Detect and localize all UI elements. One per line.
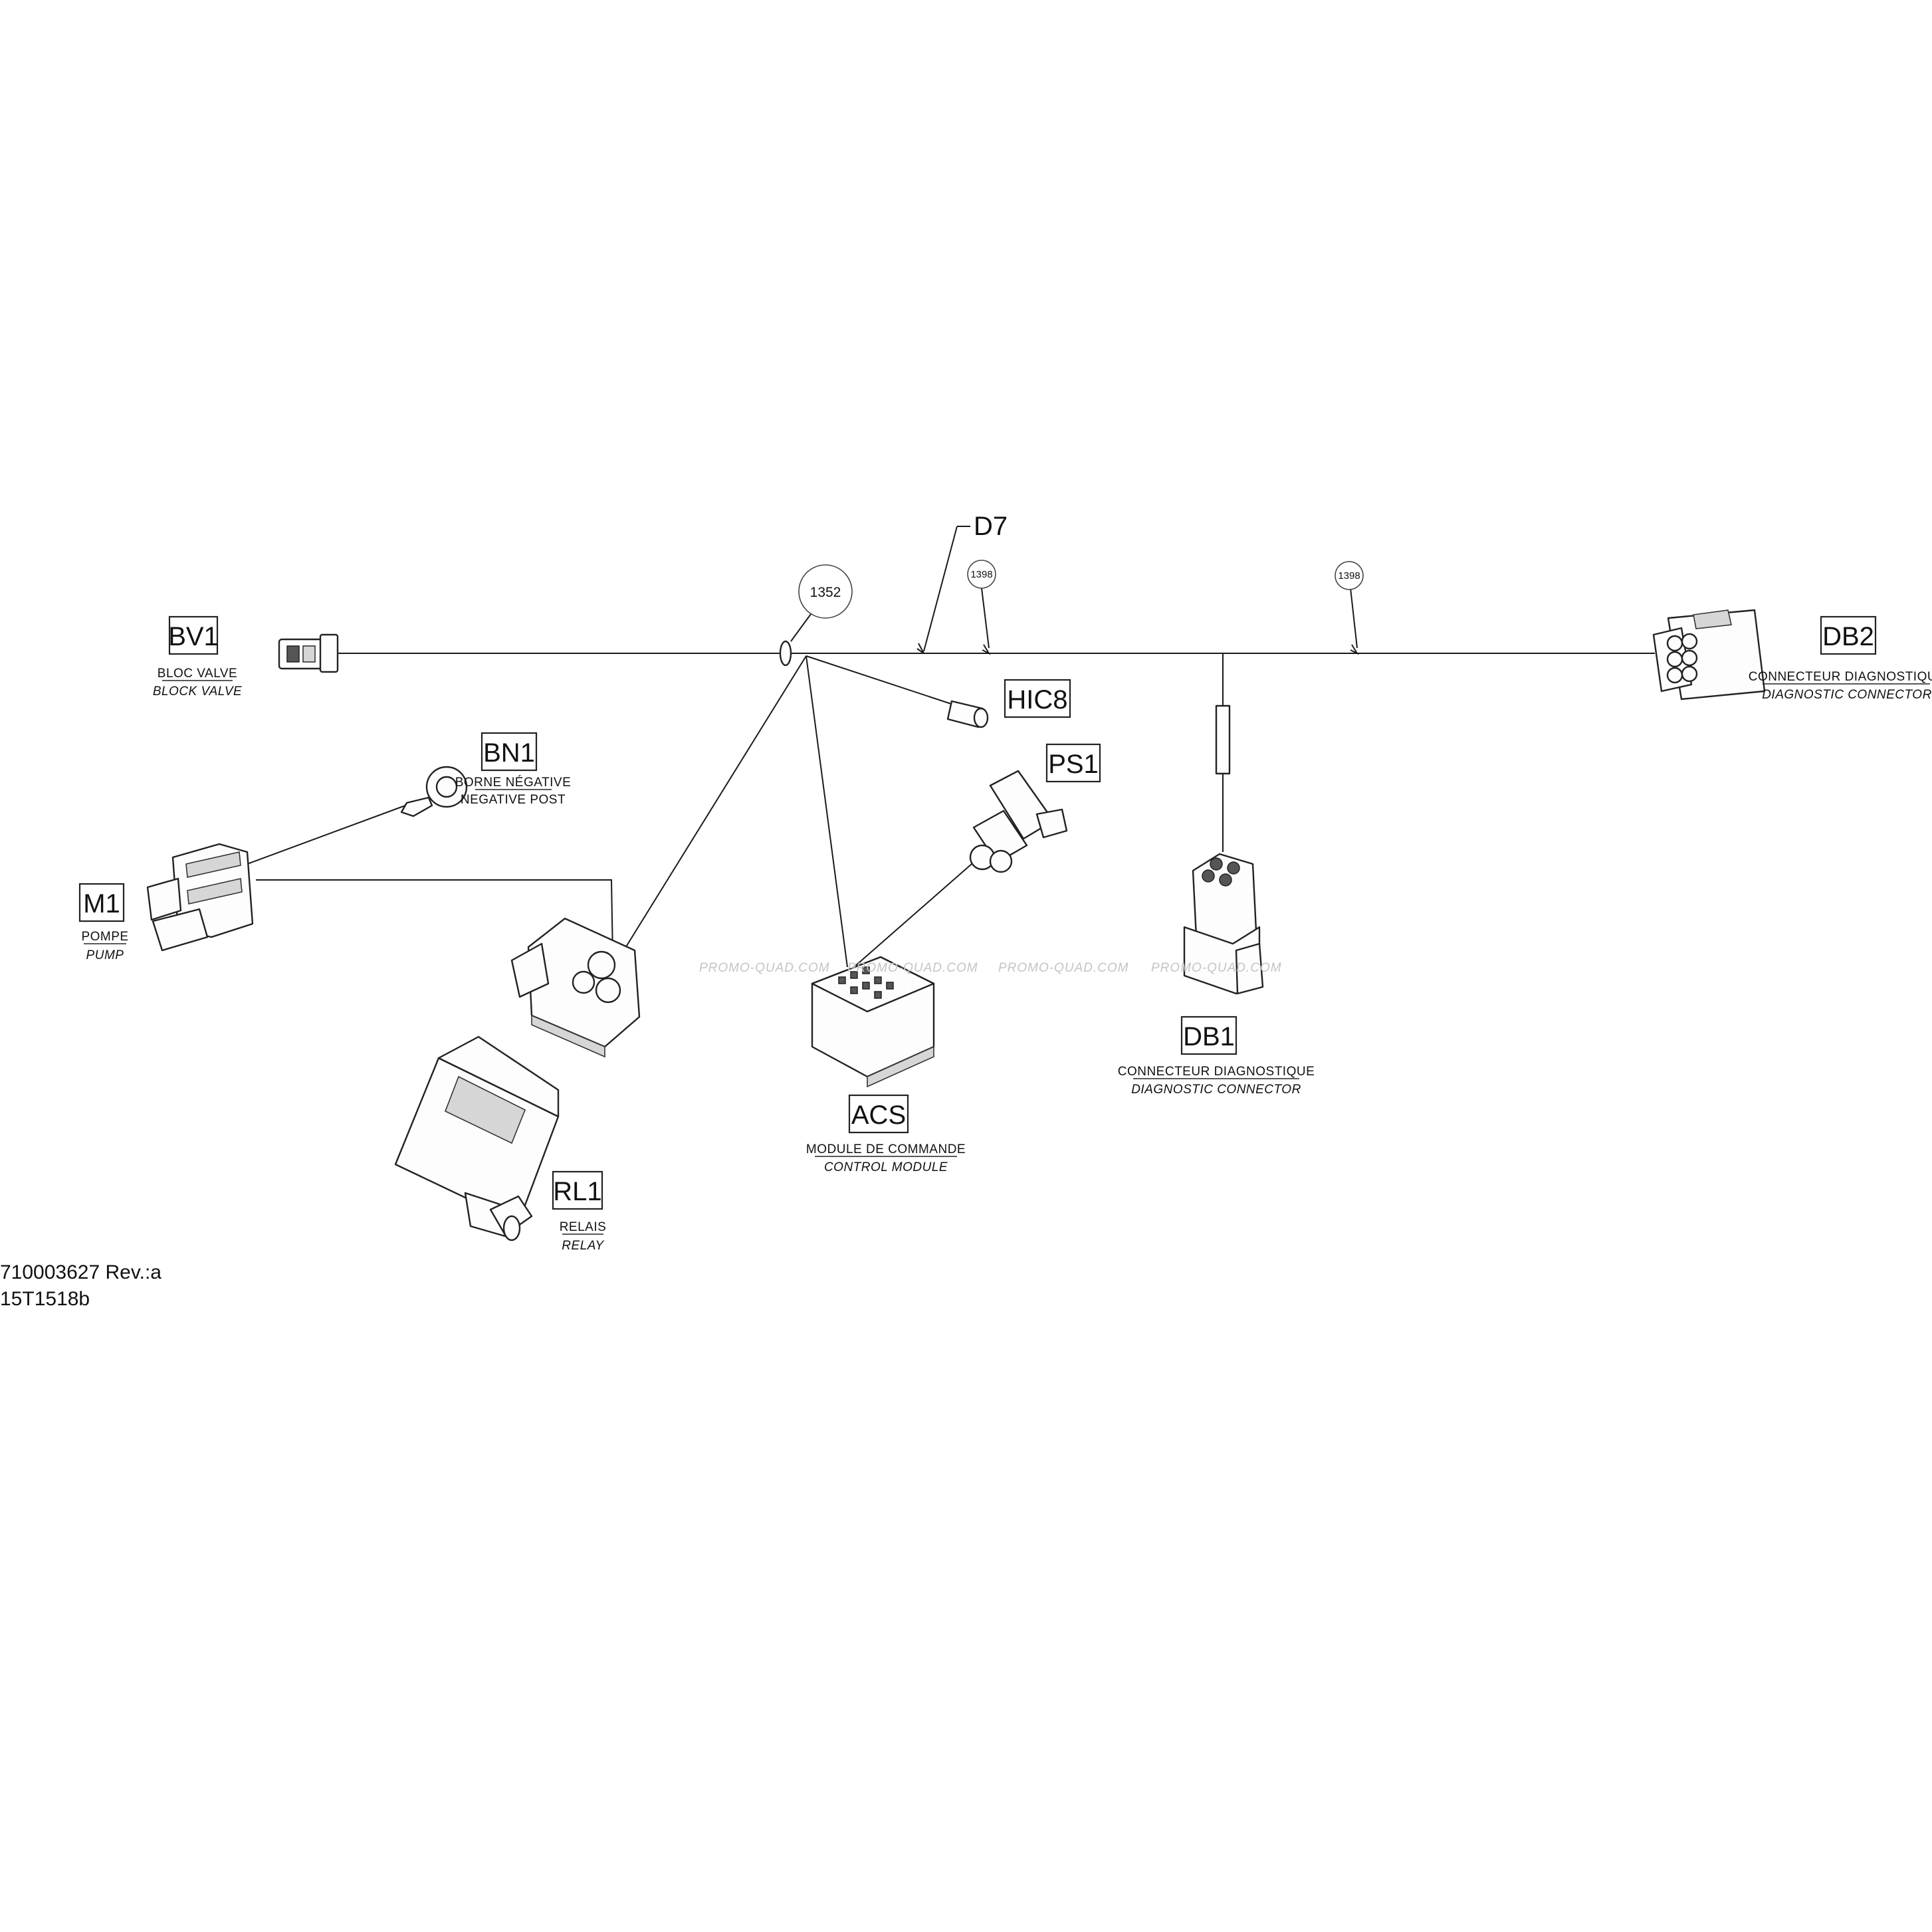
svg-text:PROMO-QUAD.COM: PROMO-QUAD.COM [1151, 961, 1282, 975]
label-hic8: HIC8 [1004, 679, 1071, 718]
negative-post-ring-terminal-icon [400, 766, 468, 817]
watermarks: PROMO-QUAD.COM PROMO-QUAD.COM PROMO-QUAD… [699, 961, 1282, 975]
svg-text:CONNECTEUR DIAGNOSTIQUE: CONNECTEUR DIAGNOSTIQUE [1118, 1065, 1315, 1079]
block-valve-connector-icon [278, 633, 339, 673]
relay-icon [394, 1035, 560, 1241]
svg-text:BLOCK VALVE: BLOCK VALVE [153, 685, 242, 698]
svg-text:RL1: RL1 [553, 1177, 601, 1206]
svg-text:MODULE DE COMMANDE: MODULE DE COMMANDE [806, 1142, 966, 1156]
svg-text:ACS: ACS [851, 1101, 906, 1130]
pump-connector-icon [146, 843, 254, 952]
svg-text:BLOC VALVE: BLOC VALVE [158, 667, 237, 681]
svg-text:PS1: PS1 [1048, 750, 1099, 779]
svg-text:BV1: BV1 [168, 622, 219, 651]
svg-text:1398: 1398 [970, 569, 992, 580]
svg-text:PUMP: PUMP [86, 948, 124, 962]
svg-text:DB1: DB1 [1183, 1022, 1235, 1051]
svg-text:NEGATIVE POST: NEGATIVE POST [461, 793, 566, 807]
svg-text:DIAGNOSTIC CONNECTOR: DIAGNOSTIC CONNECTOR [1131, 1083, 1301, 1097]
control-module-connector-icon [811, 956, 935, 1088]
drawing-code: 15T1518b [0, 1288, 90, 1310]
svg-text:DB2: DB2 [1822, 622, 1874, 651]
svg-text:POMPE: POMPE [81, 930, 128, 944]
harness-code-d7: D7 [974, 512, 1008, 541]
label-rl1: RL1 RELAIS RELAY [552, 1170, 607, 1253]
part-number: 710003627 Rev.:a [0, 1261, 161, 1283]
callout-1398-a: 1398 [967, 560, 996, 589]
hic8-connector-icon [946, 700, 989, 728]
svg-text:DIAGNOSTIC CONNECTOR: DIAGNOSTIC CONNECTOR [1762, 688, 1932, 702]
callout-1398-b: 1398 [1335, 561, 1364, 590]
relay-harness-connector-icon [510, 917, 641, 1058]
svg-text:CONNECTEUR DIAGNOSTIQUE: CONNECTEUR DIAGNOSTIQUE [1749, 670, 1932, 684]
svg-text:RELAIS: RELAIS [560, 1220, 607, 1234]
label-ps1: PS1 [1045, 743, 1101, 783]
callout-1352: 1352 [790, 564, 853, 642]
svg-text:PROMO-QUAD.COM: PROMO-QUAD.COM [699, 961, 830, 975]
diagnostic-connector-db2-icon [1652, 609, 1766, 700]
svg-text:HIC8: HIC8 [1007, 685, 1067, 714]
svg-text:1398: 1398 [1338, 570, 1360, 582]
label-acs: ACS MODULE DE COMMANDE CONTROL MODULE [806, 1094, 966, 1174]
harness-wires [247, 526, 1655, 971]
label-bv1: BV1 BLOC VALVE BLOCK VALVE [153, 615, 242, 698]
svg-text:PROMO-QUAD.COM: PROMO-QUAD.COM [998, 961, 1129, 975]
label-bn1: BN1 BORNE NÉGATIVE NEGATIVE POST [455, 732, 572, 807]
svg-text:BN1: BN1 [483, 738, 535, 768]
svg-text:CONTROL MODULE: CONTROL MODULE [824, 1160, 948, 1174]
label-db2: DB2 CONNECTEUR DIAGNOSTIQUE DIAGNOSTIC C… [1749, 615, 1932, 702]
label-db1: DB1 CONNECTEUR DIAGNOSTIQUE DIAGNOSTIC C… [1118, 1016, 1315, 1097]
svg-text:RELAY: RELAY [562, 1239, 604, 1253]
svg-text:M1: M1 [83, 889, 120, 918]
diagnostic-connector-db1-icon [1183, 853, 1264, 995]
svg-text:PROMO-QUAD.COM: PROMO-QUAD.COM [847, 961, 978, 975]
pressure-switch-connector-icon [969, 770, 1068, 873]
svg-text:BORNE NÉGATIVE: BORNE NÉGATIVE [455, 776, 572, 790]
label-m1: M1 POMPE PUMP [78, 883, 128, 962]
svg-text:1352: 1352 [810, 585, 841, 600]
